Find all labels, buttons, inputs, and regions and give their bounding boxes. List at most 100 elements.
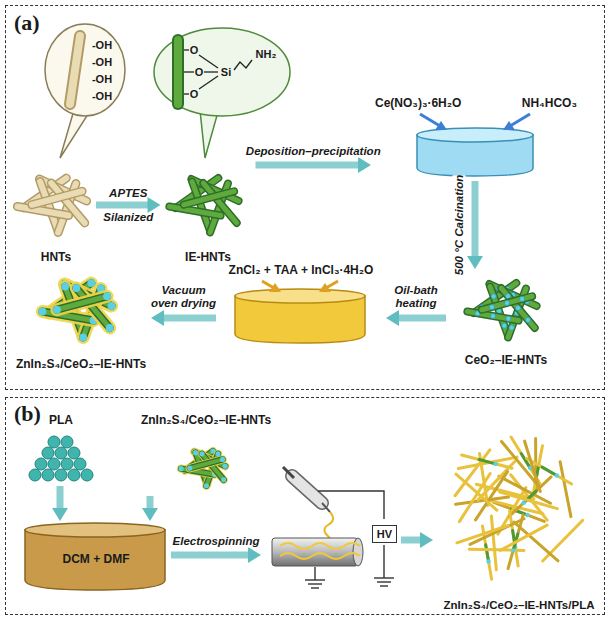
process-arrow	[96, 197, 161, 213]
art-shape	[272, 538, 358, 566]
beaker-yellow	[235, 281, 365, 343]
material-item: IE-HNTs	[161, 151, 256, 266]
art-shape	[262, 281, 338, 292]
art-shape	[374, 577, 394, 578]
pla-pellet	[61, 436, 73, 448]
pla-pellet	[42, 447, 54, 459]
arrow-shaft	[147, 496, 154, 509]
nanotube-rod	[467, 311, 518, 320]
ceria-dot	[72, 284, 80, 292]
ceria-dot	[108, 302, 116, 310]
chemical-group: NH₂	[256, 48, 277, 60]
arrow-shaft	[57, 486, 64, 509]
ceria-dot	[505, 293, 510, 298]
art-shape	[417, 128, 533, 142]
item-label: ZnIn₂S₄/CeO₂–IE-HNTs/PLA	[444, 599, 595, 611]
arrow-shaft	[472, 181, 479, 257]
material-item: HNTs	[16, 151, 96, 266]
step-label: APTES Silanized	[95, 181, 161, 229]
ceria-dot	[511, 548, 515, 552]
pla-pellet	[55, 469, 67, 481]
nanotube-rod	[190, 459, 223, 468]
nanotube-rod	[169, 206, 220, 215]
ceria-dot	[38, 307, 46, 315]
ceria-dot	[106, 324, 114, 332]
chemical-group: O	[190, 44, 199, 56]
ceria-dot	[490, 313, 495, 318]
fiber-stroke	[543, 520, 583, 561]
solution-beaker: DCM + DMF	[21, 521, 171, 596]
nanotube-rod	[184, 191, 234, 204]
process-arrow	[467, 181, 483, 269]
ceria-dot	[506, 316, 511, 321]
arrow-head	[420, 532, 433, 548]
arrow-head	[358, 157, 371, 173]
ceria-dot	[87, 279, 95, 287]
process-arrow	[142, 496, 158, 521]
ceria-dot	[502, 323, 507, 328]
art-shape	[314, 567, 315, 580]
step-label: Vacuum oven drying	[147, 284, 221, 310]
arrow-head	[52, 508, 68, 521]
ceria-dot	[489, 304, 494, 309]
beaker-blue	[417, 114, 533, 176]
item-label: ZnIn₂S₄/CeO₂–IE-HNTs	[16, 357, 146, 371]
art-shape	[200, 110, 218, 158]
ceria-dot	[221, 477, 226, 482]
nanotube-rod	[467, 311, 518, 320]
reaction-beaker: Ce(NO₃)₃·6H₂ONH₄HCO₃	[371, 96, 581, 181]
arrow-head	[467, 256, 483, 269]
chemical-group: -OH	[92, 73, 112, 85]
art-shape	[324, 512, 333, 538]
art-shape	[204, 71, 218, 72]
fiber-stroke	[524, 441, 540, 491]
ceria-dot	[220, 457, 225, 462]
item-label: HNTs	[41, 250, 71, 264]
arrow-shaft	[171, 552, 249, 559]
ceria-dot	[215, 451, 220, 456]
item-label: IE-HNTs	[185, 250, 231, 264]
chemical-group: O	[190, 88, 199, 100]
nanotube-rod	[542, 467, 556, 475]
art-shape	[308, 583, 322, 584]
process-arrow	[151, 310, 216, 326]
ceria-dot	[103, 292, 111, 300]
process-arrow	[386, 310, 446, 326]
art-shape	[184, 50, 252, 94]
nanotube-rod	[32, 191, 82, 204]
pla-pellet	[81, 469, 93, 481]
arrow-shaft	[163, 315, 216, 322]
pla-pellet	[48, 436, 60, 448]
panel-letter: (b)	[14, 401, 41, 427]
power-supply: HV	[372, 525, 397, 543]
art-shape	[25, 530, 165, 590]
pla-pellet	[42, 469, 54, 481]
art-shape	[234, 60, 252, 70]
item-label: PLA	[49, 413, 73, 427]
ceria-dot	[525, 317, 530, 322]
art-shape	[45, 24, 125, 116]
art-shape	[322, 503, 330, 512]
ceria-dot	[199, 451, 204, 456]
art-shape	[172, 40, 184, 104]
chemical-group: -OH	[92, 39, 112, 51]
pla-pellet	[48, 458, 60, 470]
art-shape	[235, 289, 365, 303]
art-shape	[184, 49, 189, 50]
panel-letter: (a)	[14, 10, 40, 36]
art-shape	[292, 476, 322, 503]
material-item: CeO₂–IE-HNTs	[446, 269, 566, 369]
art-shape	[269, 283, 281, 292]
electrospinning-unit: HV	[261, 471, 401, 596]
nanotube-rod	[17, 206, 68, 215]
art-shape	[154, 28, 290, 116]
fiber-stroke	[456, 474, 497, 510]
ceria-dot	[525, 513, 529, 517]
art-shape	[503, 121, 515, 130]
nanotube-rod	[190, 459, 223, 468]
pla-pellet	[68, 469, 80, 481]
process-arrow	[256, 157, 372, 173]
material-item: ZnIn₂S₄/CeO₂–IE-HNTs	[11, 263, 151, 373]
nanotube-rod	[57, 296, 107, 309]
